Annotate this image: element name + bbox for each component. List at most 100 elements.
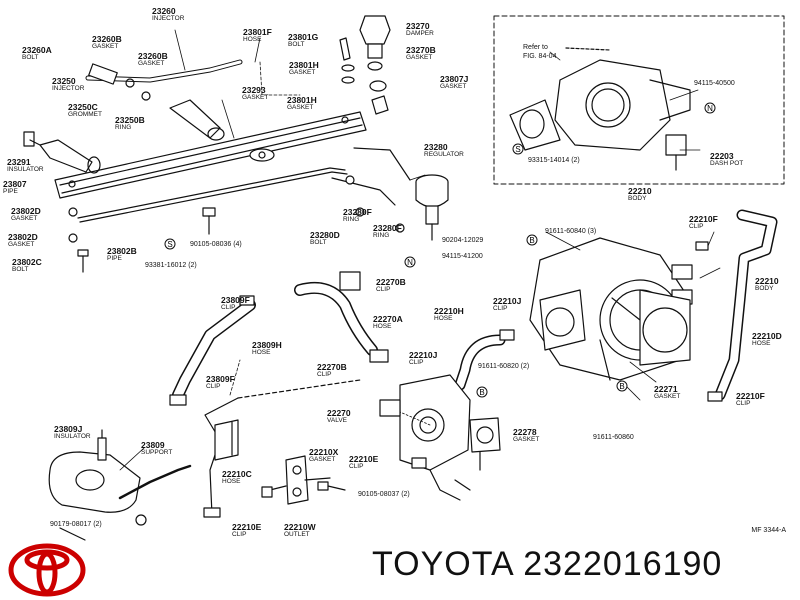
part-description-text: DAMPER xyxy=(406,30,434,37)
part-number-text: 22271 xyxy=(654,384,678,394)
part-number-text: 22210J xyxy=(409,350,438,360)
part-number-text: 22210C xyxy=(222,469,252,479)
marker-B: B xyxy=(526,234,538,246)
part-description-text: CLIP xyxy=(689,223,704,230)
pulsation-damper xyxy=(341,15,391,115)
part-description-text: HOSE xyxy=(434,315,453,322)
part-description-text: CLIP xyxy=(736,400,751,407)
part-description-text: RING xyxy=(343,216,360,223)
air-valve-22270 xyxy=(379,374,471,501)
part-number-text: 22278 xyxy=(513,427,537,437)
marker-B: B xyxy=(476,386,488,398)
part-description-text: CLIP xyxy=(349,463,364,470)
part-number-text: 22270B xyxy=(317,362,347,372)
part-description-text: CLIP xyxy=(232,531,247,538)
part-description-text: RING xyxy=(115,124,132,131)
part-number-text: 23807J xyxy=(440,74,469,84)
part-number-text: 23270B xyxy=(406,45,436,55)
reference-number-91611-60860: 91611-60860 xyxy=(593,434,634,441)
marker-B: B xyxy=(616,380,628,392)
part-number-text: 22210D xyxy=(752,331,782,341)
marker-S: S xyxy=(164,238,176,250)
part-number-text: 23270 xyxy=(406,21,430,31)
fuel-delivery-pipe xyxy=(23,15,449,273)
part-description-text: GASKET xyxy=(440,83,467,90)
part-number-text: 23807 xyxy=(3,179,27,189)
part-number-text: 23280F xyxy=(343,207,372,217)
part-number-text: 23801F xyxy=(243,27,272,37)
part-description-text: BOLT xyxy=(22,54,39,61)
part-number-text: 22203 xyxy=(710,151,734,161)
part-description-text: BODY xyxy=(755,285,774,292)
cold-start-insulator xyxy=(48,429,141,513)
injector-1 xyxy=(23,131,101,174)
part-description-text: INSULATOR xyxy=(54,433,91,440)
part-description-text: SUPPORT xyxy=(141,449,173,456)
part-description-text: DASH POT xyxy=(710,160,744,167)
fuel-pressure-regulator xyxy=(415,174,449,241)
note-line-1: Refer to xyxy=(523,44,548,51)
part-description-text: GASKET xyxy=(92,43,119,50)
reference-number-90179-08017: 90179-08017 (2) xyxy=(50,521,102,528)
part-description-text: PIPE xyxy=(107,255,122,262)
part-number-text: 22210W xyxy=(284,522,316,532)
part-description-text: GASKET xyxy=(513,436,540,443)
part-number-text: 23280 xyxy=(424,142,448,152)
part-number-text: 23260B xyxy=(138,51,168,61)
brand-name: TOYOTA xyxy=(372,545,513,583)
reference-number-94115-41200: 94115-41200 xyxy=(442,253,483,260)
part-description-text: BOLT xyxy=(12,266,29,273)
part-description-text: CLIP xyxy=(376,286,391,293)
part-description-text: GASKET xyxy=(8,241,35,248)
part-number-text: 22270B xyxy=(376,277,406,287)
part-description-text: GASKET xyxy=(242,94,269,101)
injector-2 xyxy=(169,99,225,141)
part-description-text: HOSE xyxy=(373,323,392,330)
reference-number-90204-12029: 90204-12029 xyxy=(442,237,484,244)
part-number-text: 23293 xyxy=(242,85,266,95)
part-number-text: 23250C xyxy=(68,102,98,112)
part-number-text: 23280F xyxy=(373,223,402,233)
part-number-text: 23809H xyxy=(252,340,282,350)
part-number-text: 23809F xyxy=(206,374,235,384)
part-description-text: CLIP xyxy=(317,371,332,378)
svg-text:B: B xyxy=(479,388,484,397)
svg-text:B: B xyxy=(619,382,624,391)
marker-N: N xyxy=(704,102,716,114)
part-number-text: 23260A xyxy=(22,45,52,55)
part-number-text: 22210X xyxy=(309,447,339,457)
part-number-text: 23280D xyxy=(310,230,340,240)
throttle-body-reference xyxy=(509,47,691,171)
part-description-text: GASKET xyxy=(287,104,314,111)
part-number-text: 23250 xyxy=(52,76,76,86)
part-number-text: 23802D xyxy=(11,206,41,216)
reference-number-91611-60840: 91611-60840 (3) xyxy=(545,228,597,235)
part-description-text: GASKET xyxy=(11,215,38,222)
part-number-text: 22210F xyxy=(736,391,765,401)
part-description-text: HOSE xyxy=(752,340,771,347)
